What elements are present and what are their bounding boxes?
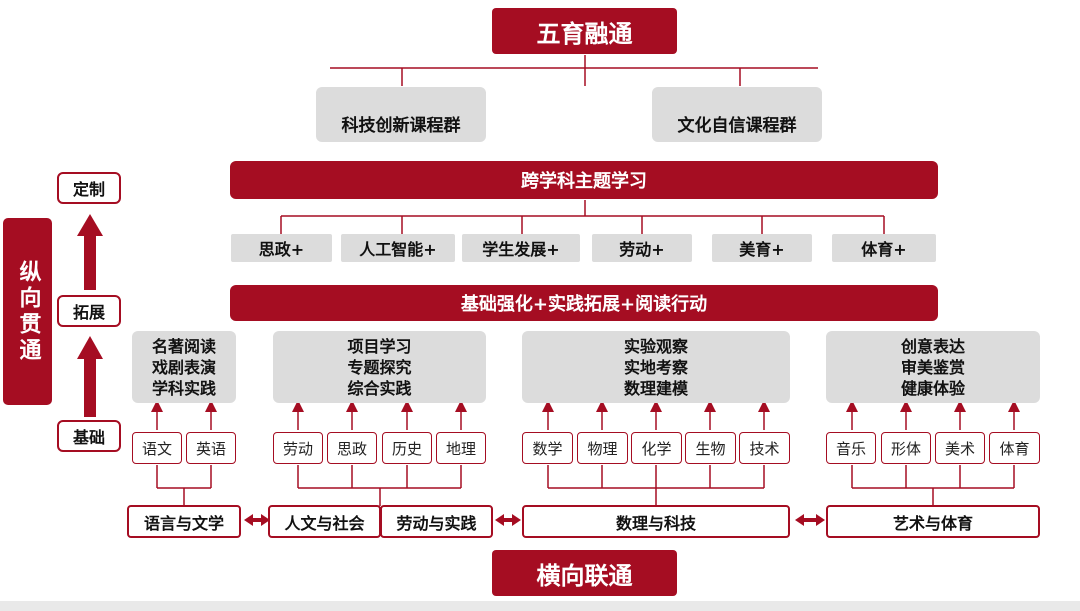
plus-item-student: 学生发展+: [462, 234, 580, 262]
level-basic: 基础: [57, 420, 121, 452]
subject-music: 音乐: [826, 432, 876, 464]
cluster-line: 综合实践: [347, 378, 412, 398]
cluster-language: 名著阅读 戏剧表演 学科实践: [132, 331, 236, 403]
cluster-line: 实验观察: [623, 336, 688, 356]
subject-chinese: 语文: [132, 432, 182, 464]
group-tech: 科技创新课程群: [316, 87, 486, 142]
cluster-humanities: 项目学习 专题探究 综合实践: [273, 331, 486, 403]
subject-geography: 地理: [436, 432, 486, 464]
subject-history: 历史: [382, 432, 432, 464]
level-custom: 定制: [57, 172, 121, 204]
plus-item-art: 美育+: [712, 234, 812, 262]
cluster-arts: 创意表达 审美鉴赏 健康体验: [826, 331, 1040, 403]
bottom-edge: [0, 601, 1080, 611]
domain-language: 语言与文学: [127, 505, 241, 538]
level-extend: 拓展: [57, 295, 121, 327]
domain-arts: 艺术与体育: [826, 505, 1040, 538]
subject-biology: 生物: [685, 432, 736, 464]
cluster-line: 创意表达: [900, 336, 965, 356]
subject-chemistry: 化学: [631, 432, 682, 464]
cross-subject-bar: 跨学科主题学习: [230, 161, 938, 199]
subject-politics: 思政: [327, 432, 377, 464]
subject-physics: 物理: [577, 432, 628, 464]
cluster-science: 实验观察 实地考察 数理建模: [522, 331, 790, 403]
subject-fineart: 美术: [935, 432, 985, 464]
subject-technology: 技术: [739, 432, 790, 464]
cluster-line: 数理建模: [623, 378, 688, 398]
cluster-line: 名著阅读: [151, 336, 216, 356]
cluster-line: 专题探究: [347, 357, 412, 377]
subject-english: 英语: [186, 432, 236, 464]
plus-item-sizheng: 思政+: [231, 234, 332, 262]
domain-humanities: 人文与社会: [268, 505, 381, 538]
subject-labor: 劳动: [273, 432, 323, 464]
cluster-line: 戏剧表演: [151, 357, 216, 377]
subject-physique: 形体: [881, 432, 931, 464]
domain-science: 数理与科技: [522, 505, 790, 538]
foundation-bar: 基础强化+实践拓展+阅读行动: [230, 285, 938, 321]
cluster-line: 学科实践: [151, 378, 216, 398]
group-culture: 文化自信课程群: [652, 87, 822, 142]
domain-labor: 劳动与实践: [380, 505, 493, 538]
vertical-title-text: 纵向贯通: [15, 259, 41, 364]
title-bottom: 横向联通: [492, 550, 677, 596]
cluster-line: 实地考察: [623, 357, 688, 377]
plus-item-labor: 劳动+: [592, 234, 692, 262]
subject-math: 数学: [522, 432, 573, 464]
subject-pe: 体育: [989, 432, 1040, 464]
vertical-title: 纵向贯通: [3, 218, 52, 405]
cluster-line: 健康体验: [900, 378, 965, 398]
plus-item-ai: 人工智能+: [341, 234, 455, 262]
cluster-line: 项目学习: [347, 336, 412, 356]
title-top: 五育融通: [492, 8, 677, 54]
plus-item-sports: 体育+: [832, 234, 936, 262]
cluster-line: 审美鉴赏: [900, 357, 965, 377]
